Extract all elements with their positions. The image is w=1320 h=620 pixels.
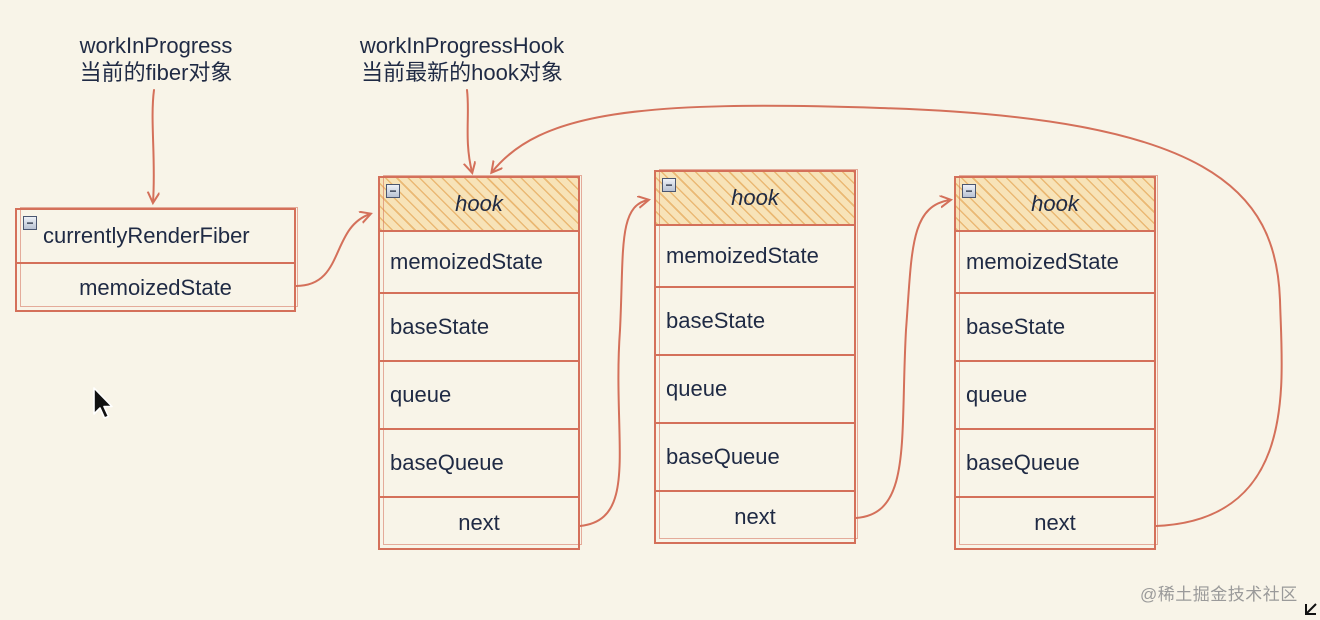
arrow-wip-to-fiber bbox=[153, 89, 154, 202]
fiber-field-label: memoizedState bbox=[79, 275, 232, 300]
hook-field-label: baseQueue bbox=[666, 444, 780, 469]
hook-field-memoized-state: memoizedState bbox=[380, 230, 578, 292]
minus-collapse-icon[interactable]: − bbox=[662, 178, 676, 192]
hook-field-base-state: baseState bbox=[380, 292, 578, 360]
arrow-fiber-to-hook1 bbox=[295, 214, 370, 287]
hook-field-base-queue: baseQueue bbox=[956, 428, 1154, 496]
work-in-progress-label: workInProgress 当前的fiber对象 bbox=[56, 32, 256, 86]
hook-node-title: hook bbox=[1031, 191, 1079, 216]
hook-field-queue: queue bbox=[956, 360, 1154, 428]
work-in-progress-desc: 当前的fiber对象 bbox=[79, 60, 233, 85]
watermark: @稀土掘金技术社区 bbox=[1140, 585, 1298, 604]
work-in-progress-hook-label: workInProgressHook 当前最新的hook对象 bbox=[342, 32, 582, 86]
hook-field-next: next bbox=[656, 490, 854, 542]
hook-field-base-queue: baseQueue bbox=[380, 428, 578, 496]
fiber-node-header[interactable]: − currentlyRenderFiber bbox=[17, 210, 294, 262]
hook-field-memoized-state: memoizedState bbox=[656, 224, 854, 286]
arrow-hook2-next-to-hook3 bbox=[855, 200, 950, 519]
fiber-node[interactable]: − currentlyRenderFiber memoizedState bbox=[15, 207, 298, 312]
hook-field-base-state: baseState bbox=[656, 286, 854, 354]
work-in-progress-hook-title: workInProgressHook bbox=[359, 33, 565, 58]
hook-node-3[interactable]: − hook memoizedState baseState queue bas… bbox=[954, 175, 1158, 550]
hook-field-label: queue bbox=[390, 382, 452, 407]
minus-collapse-icon[interactable]: − bbox=[23, 216, 37, 230]
resize-corner-icon[interactable] bbox=[1304, 602, 1318, 616]
hook-field-base-queue: baseQueue bbox=[656, 422, 854, 490]
hook-field-queue: queue bbox=[380, 360, 578, 428]
hook-field-label: baseState bbox=[390, 314, 490, 339]
hook-field-label: next bbox=[734, 504, 776, 529]
hook-field-label: next bbox=[458, 510, 500, 535]
arrow-hook1-next-to-hook2 bbox=[579, 200, 648, 527]
hook-field-label: memoizedState bbox=[390, 249, 543, 274]
mouse-pointer-icon bbox=[93, 387, 113, 419]
hook-field-queue: queue bbox=[656, 354, 854, 422]
minus-collapse-icon[interactable]: − bbox=[386, 184, 400, 198]
work-in-progress-title: workInProgress bbox=[79, 33, 233, 58]
hook-node-1[interactable]: − hook memoizedState baseState queue bas… bbox=[378, 175, 582, 550]
hook-node-header[interactable]: − hook bbox=[380, 178, 578, 230]
work-in-progress-hook-desc: 当前最新的hook对象 bbox=[361, 60, 563, 85]
hook-field-base-state: baseState bbox=[956, 292, 1154, 360]
hook-field-label: baseState bbox=[966, 314, 1066, 339]
fiber-field-memoized-state: memoizedState bbox=[17, 262, 294, 312]
hook-field-label: queue bbox=[666, 376, 728, 401]
hook-field-label: next bbox=[1034, 510, 1076, 535]
hook-node-title: hook bbox=[731, 185, 779, 210]
hook-node-header[interactable]: − hook bbox=[656, 172, 854, 224]
hook-field-label: baseState bbox=[666, 308, 766, 333]
arrow-wiphook-to-hook1 bbox=[467, 89, 472, 172]
hook-field-label: memoizedState bbox=[666, 243, 819, 268]
hook-field-next: next bbox=[380, 496, 578, 548]
hook-field-label: memoizedState bbox=[966, 249, 1119, 274]
hook-node-title: hook bbox=[455, 191, 503, 216]
hook-node-header[interactable]: − hook bbox=[956, 178, 1154, 230]
hook-field-next: next bbox=[956, 496, 1154, 548]
minus-collapse-icon[interactable]: − bbox=[962, 184, 976, 198]
hook-field-label: queue bbox=[966, 382, 1028, 407]
hook-node-2[interactable]: − hook memoizedState baseState queue bas… bbox=[654, 169, 858, 544]
hook-field-memoized-state: memoizedState bbox=[956, 230, 1154, 292]
fiber-node-title: currentlyRenderFiber bbox=[43, 223, 250, 248]
arrow-hook3-next-to-hook1 bbox=[492, 104, 1283, 527]
hook-field-label: baseQueue bbox=[390, 450, 504, 475]
hook-field-label: baseQueue bbox=[966, 450, 1080, 475]
